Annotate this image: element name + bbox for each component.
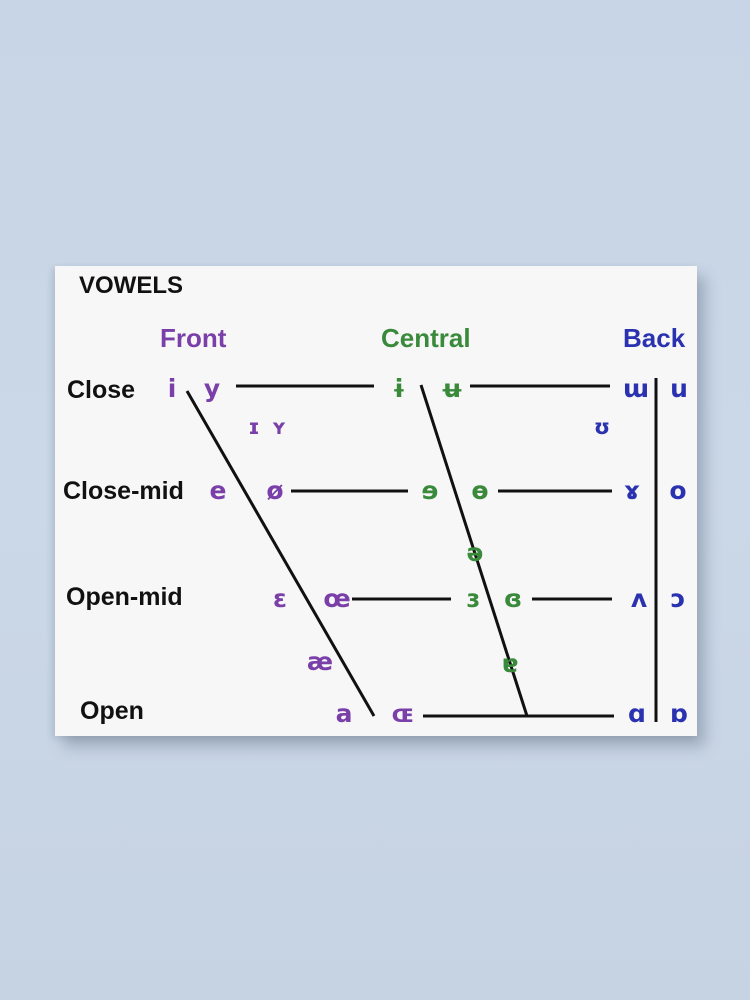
- vowel-open-front-unrounded: a: [336, 699, 353, 728]
- vowel-open-front-rounded: ɶ: [392, 699, 415, 728]
- vowel-openmid-back-unrounded: ʌ: [631, 584, 647, 613]
- row-label-close-mid: Close-mid: [63, 477, 184, 505]
- vowel-openmid-front-rounded: œ: [323, 584, 350, 613]
- vowel-closemid-back-rounded: o: [669, 476, 686, 505]
- vowel-closemid-front-unrounded: e: [210, 476, 227, 505]
- vowel-open-back-rounded: ɒ: [670, 699, 688, 728]
- row-label-close: Close: [67, 376, 135, 404]
- vowel-openmid-central-rounded: ɞ: [504, 584, 522, 613]
- vowel-nearopen-front: æ: [307, 647, 333, 676]
- vowel-closemid-central-rounded: ɵ: [471, 476, 488, 505]
- vowel-openmid-central-unrounded: ɜ: [466, 584, 480, 613]
- vowel-nearclose-front-rounded: ʏ: [271, 415, 286, 439]
- vowel-close-back-rounded: u: [670, 374, 688, 403]
- vowel-openmid-back-rounded: ɔ: [671, 584, 686, 613]
- vowel-closemid-front-rounded: ø: [266, 476, 283, 505]
- vowel-nearclose-front-unrounded: ɪ: [248, 415, 259, 439]
- vowel-closemid-central-unrounded: ɘ: [422, 476, 439, 505]
- chart-lines: [185, 378, 658, 722]
- vowel-mid-central: ə: [467, 538, 484, 567]
- column-label-front: Front: [160, 323, 227, 353]
- column-label-central: Central: [381, 323, 471, 353]
- column-label-back: Back: [623, 323, 686, 353]
- vowel-closemid-back-unrounded: ɤ: [624, 476, 640, 505]
- vowel-nearclose-back-rounded: ʊ: [594, 415, 610, 439]
- row-label-open: Open: [80, 697, 144, 725]
- chart-title: VOWELS: [79, 272, 183, 299]
- vowel-close-front-unrounded: i: [168, 374, 177, 403]
- vowel-close-central-unrounded: ɨ: [392, 374, 406, 403]
- front-edge-line: [185, 390, 376, 717]
- central-edge-line: [419, 384, 529, 717]
- row-label-open-mid: Open-mid: [66, 583, 183, 611]
- vowel-close-central-rounded: ʉ: [440, 374, 463, 403]
- vowel-nearopen-central: ɐ: [502, 649, 519, 678]
- canvas-print: [55, 266, 697, 736]
- vowel-close-front-rounded: y: [204, 374, 220, 403]
- vowel-openmid-front-unrounded: ɛ: [273, 584, 287, 613]
- vowel-close-back-unrounded: ɯ: [623, 374, 649, 403]
- vowel-open-back-unrounded: ɑ: [628, 699, 646, 728]
